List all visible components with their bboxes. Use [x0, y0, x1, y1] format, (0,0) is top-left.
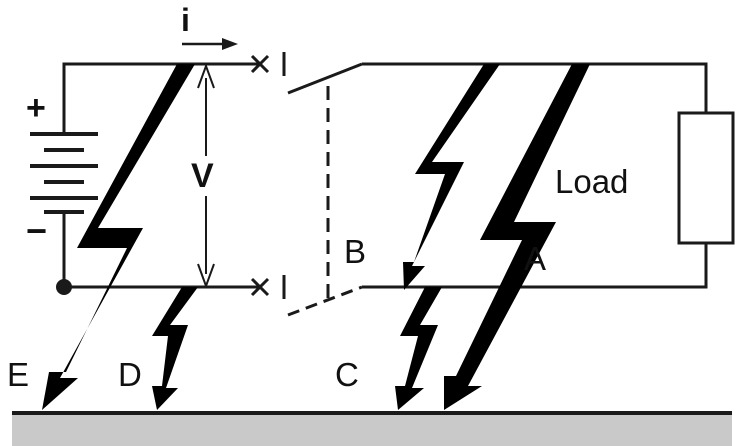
right-circuit-wires [362, 62, 708, 289]
switch-contacts [250, 52, 286, 299]
load-resistor [677, 111, 735, 245]
left-circuit-wires [62, 62, 262, 289]
bolt-a [444, 64, 590, 410]
bolt-e [42, 64, 195, 410]
switch-blades [287, 62, 363, 317]
label-a: A [524, 240, 546, 277]
battery-icon [30, 132, 98, 214]
label-e: E [7, 356, 29, 393]
label-d: D [118, 356, 142, 393]
load-label: Load [555, 163, 628, 200]
bolt-c [395, 287, 442, 410]
battery-minus-label: − [26, 210, 47, 251]
current-arrow-icon [182, 38, 238, 50]
bolt-b [403, 64, 500, 290]
bolt-d [152, 287, 198, 410]
voltage-label: V [191, 157, 214, 195]
battery-plus-label: + [26, 89, 46, 127]
lightning-bolts [42, 64, 590, 410]
ground-node [56, 279, 72, 295]
label-c: C [335, 356, 359, 393]
current-label: i [181, 2, 190, 38]
ground-plane [12, 414, 732, 446]
voltage-arrow-icon [197, 63, 215, 289]
label-b: B [344, 233, 366, 270]
